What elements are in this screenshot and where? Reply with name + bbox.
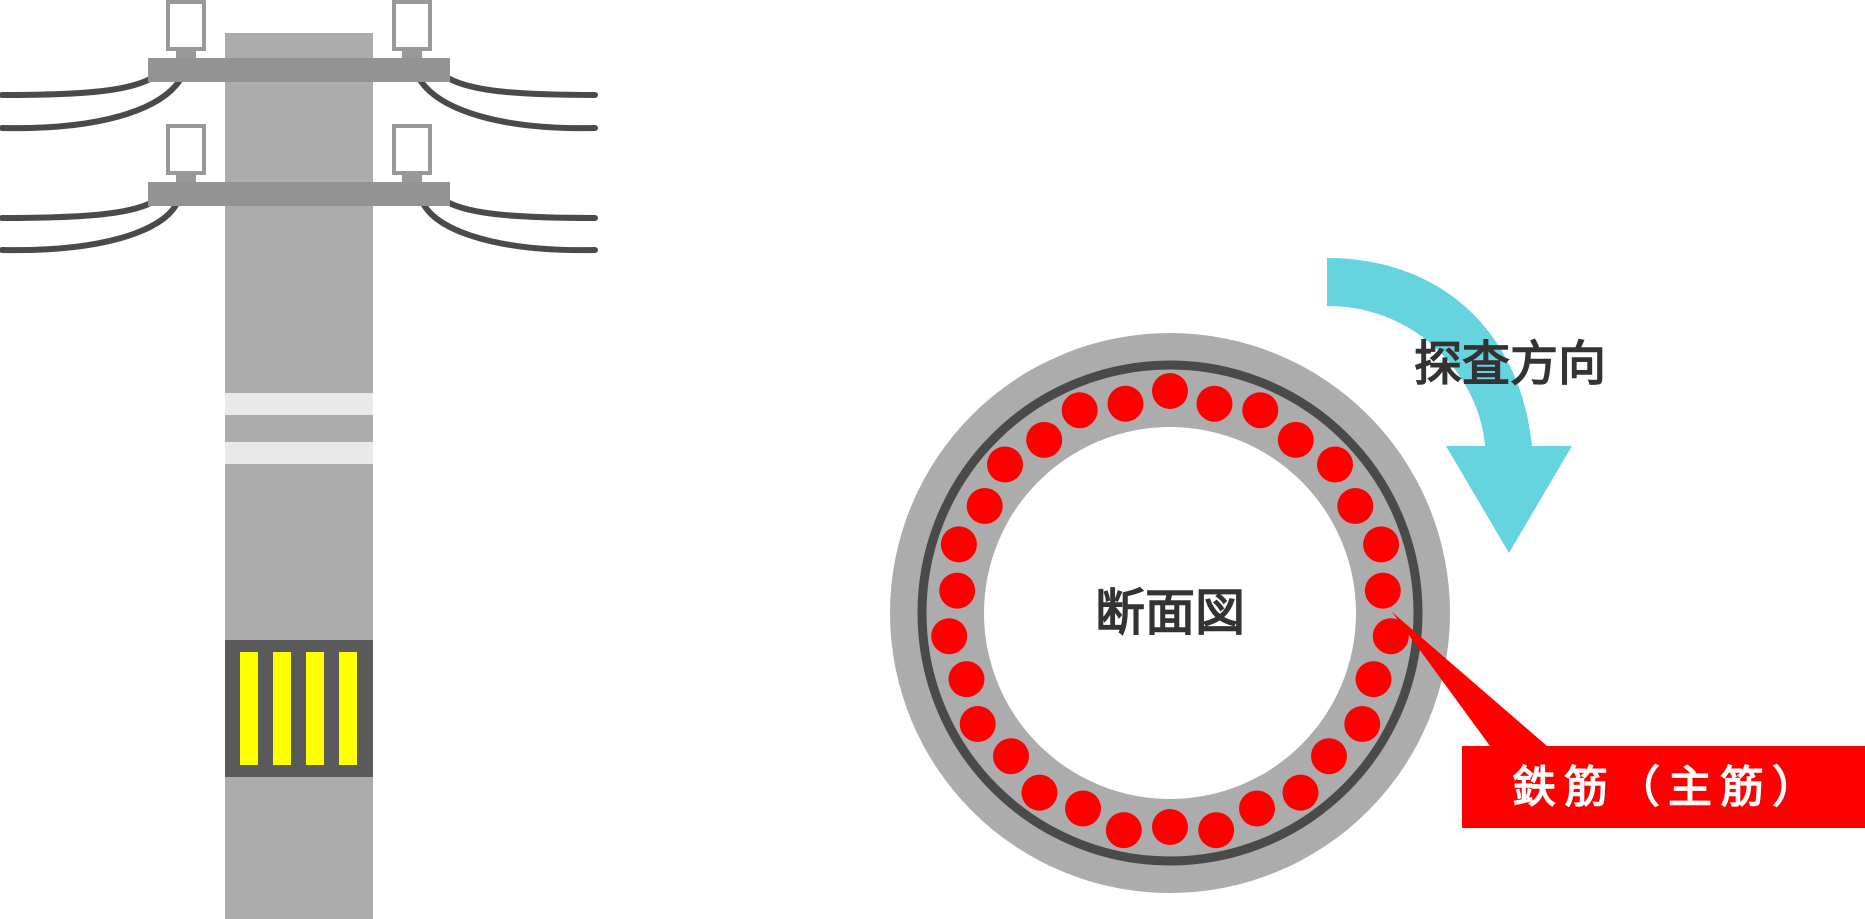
wire [0,202,179,254]
rebar-dot [959,706,996,742]
callout-box [1462,746,1865,828]
rebar-dot [1317,446,1353,483]
pole-band [225,393,373,415]
crossarm-lower [148,182,450,206]
insulator [392,124,432,182]
rebar-dot [1337,488,1374,524]
rebar-dot [1239,790,1275,827]
insulator [166,124,206,182]
wire [421,202,598,254]
cross-section-label: 断面図 [1095,584,1245,642]
wire [0,194,163,221]
rebar-dot [1152,809,1188,845]
wire [437,69,598,98]
rebar-dot [1242,392,1279,429]
rebar-callout-label: 鉄筋（主筋） [1512,762,1824,813]
cross-section: 断面図 [890,333,1450,893]
rebar-dot [1277,421,1314,458]
crossarm-upper [148,58,450,82]
rebar-dot [1364,572,1401,609]
rebar-dot [948,661,985,698]
arrow-icon [1327,258,1572,553]
rebar-dot [1372,618,1409,655]
utility-pole [0,0,598,919]
insulators [166,0,432,182]
scan-direction-arrow: 探査方向 [1327,258,1606,553]
rebar-dot [1311,738,1347,775]
rebar-dot [1282,774,1319,811]
insulator [166,0,206,58]
rebar-dot [1152,373,1188,409]
rebar-dot [1061,392,1098,429]
rebar-dot [1355,661,1392,698]
pole-band [225,442,373,464]
rebar-dot [987,446,1023,483]
wire [0,69,163,98]
rebar-dot [1065,790,1101,827]
rebar-dot [939,572,976,609]
rebar-dot [940,526,977,563]
wire [0,77,183,132]
rebar-dot [1363,526,1400,563]
rebar-dot [1344,706,1381,742]
wire [437,194,598,221]
insulator [392,0,432,58]
section-hollow-core [984,427,1356,799]
section-rebar-ring [917,360,1423,866]
rebar-dot [993,738,1029,775]
rebar-dot [1196,385,1233,422]
rebar-dot [1198,812,1235,849]
rebar-dot [1021,774,1058,811]
rebar-dot [1026,421,1063,458]
pole-marker-plate [225,640,373,777]
rebar-dots [931,373,1409,849]
rebar-dot [1107,385,1144,422]
rebar-dot [931,618,968,655]
rebar-dot [966,488,1003,524]
rebar-callout: 鉄筋（主筋） [1392,612,1865,828]
power-wires [0,69,598,254]
pole-body [225,33,373,919]
scan-direction-label: 探査方向 [1414,336,1606,392]
wire [417,77,598,132]
callout-pointer [1392,612,1547,746]
rebar-dot [1105,812,1142,849]
